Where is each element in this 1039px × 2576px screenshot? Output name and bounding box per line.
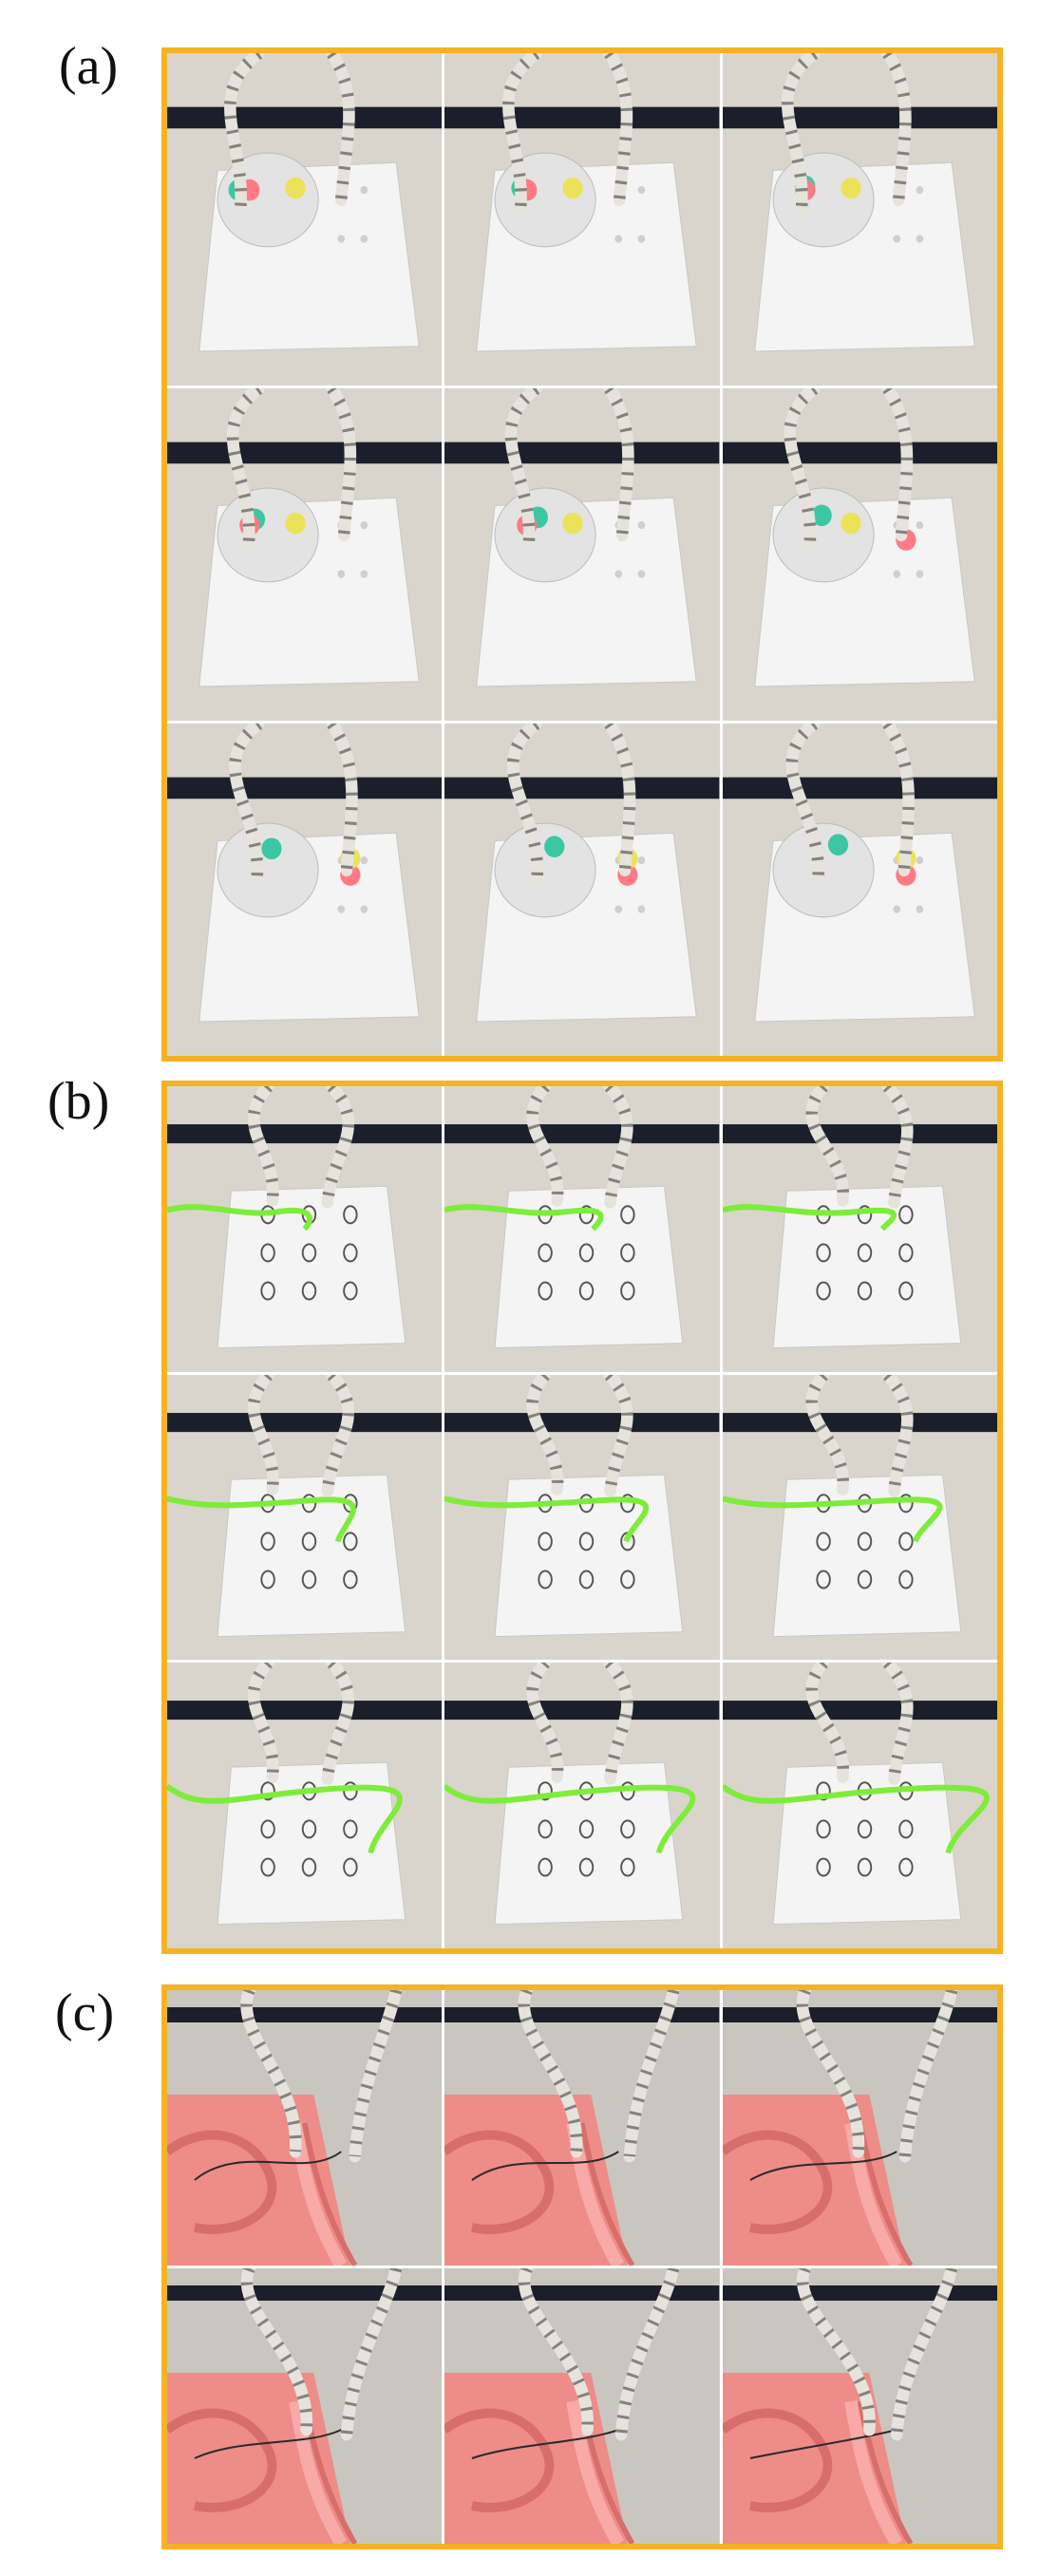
panel-c-photo-r2-c3 [722, 2268, 997, 2544]
panel-b-photo-r1-c3 [722, 1086, 997, 1372]
panel-c-suturing [161, 1984, 1003, 2549]
panel-b-cord-threading [161, 1081, 1003, 1954]
panel-b-photo-r1-c1 [167, 1086, 443, 1372]
panel-b-photo-r2-c3 [722, 1374, 997, 1661]
panel-c-photo-r1-c1 [167, 1990, 443, 2266]
panel-a-photo-r1-c1 [167, 53, 443, 385]
panel-b-photo-r2-c1 [167, 1374, 443, 1661]
panel-a-photo-r2-c1 [167, 388, 443, 721]
panel-b-photo-r1-c2 [444, 1086, 720, 1372]
panel-a-photo-r3-c2 [444, 724, 720, 1056]
panel-b-photo-r3-c2 [444, 1663, 720, 1948]
panel-b-photo-r3-c3 [722, 1663, 997, 1948]
panel-a-photo-r1-c2 [444, 53, 720, 385]
panel-a-photo-r2-c3 [722, 388, 997, 721]
panel-a-photo-r1-c3 [722, 53, 997, 385]
panel-c-photo-r2-c1 [167, 2268, 443, 2544]
panel-b-photo-r2-c2 [444, 1374, 720, 1661]
panel-c-label: (c) [55, 1984, 115, 2042]
panel-a-photo-r3-c3 [722, 724, 997, 1056]
panel-b-photo-r3-c1 [167, 1663, 443, 1948]
panel-c-photo-r1-c2 [444, 1990, 720, 2266]
panel-a-photo-r2-c2 [444, 388, 720, 721]
panel-c-photo-r1-c3 [722, 1990, 997, 2266]
panel-a-bead-transfer [161, 47, 1003, 1062]
panel-b-label: (b) [47, 1072, 110, 1131]
panel-a-photo-r3-c1 [167, 724, 443, 1056]
panel-a-label: (a) [59, 37, 119, 96]
panel-c-photo-r2-c2 [444, 2268, 720, 2544]
